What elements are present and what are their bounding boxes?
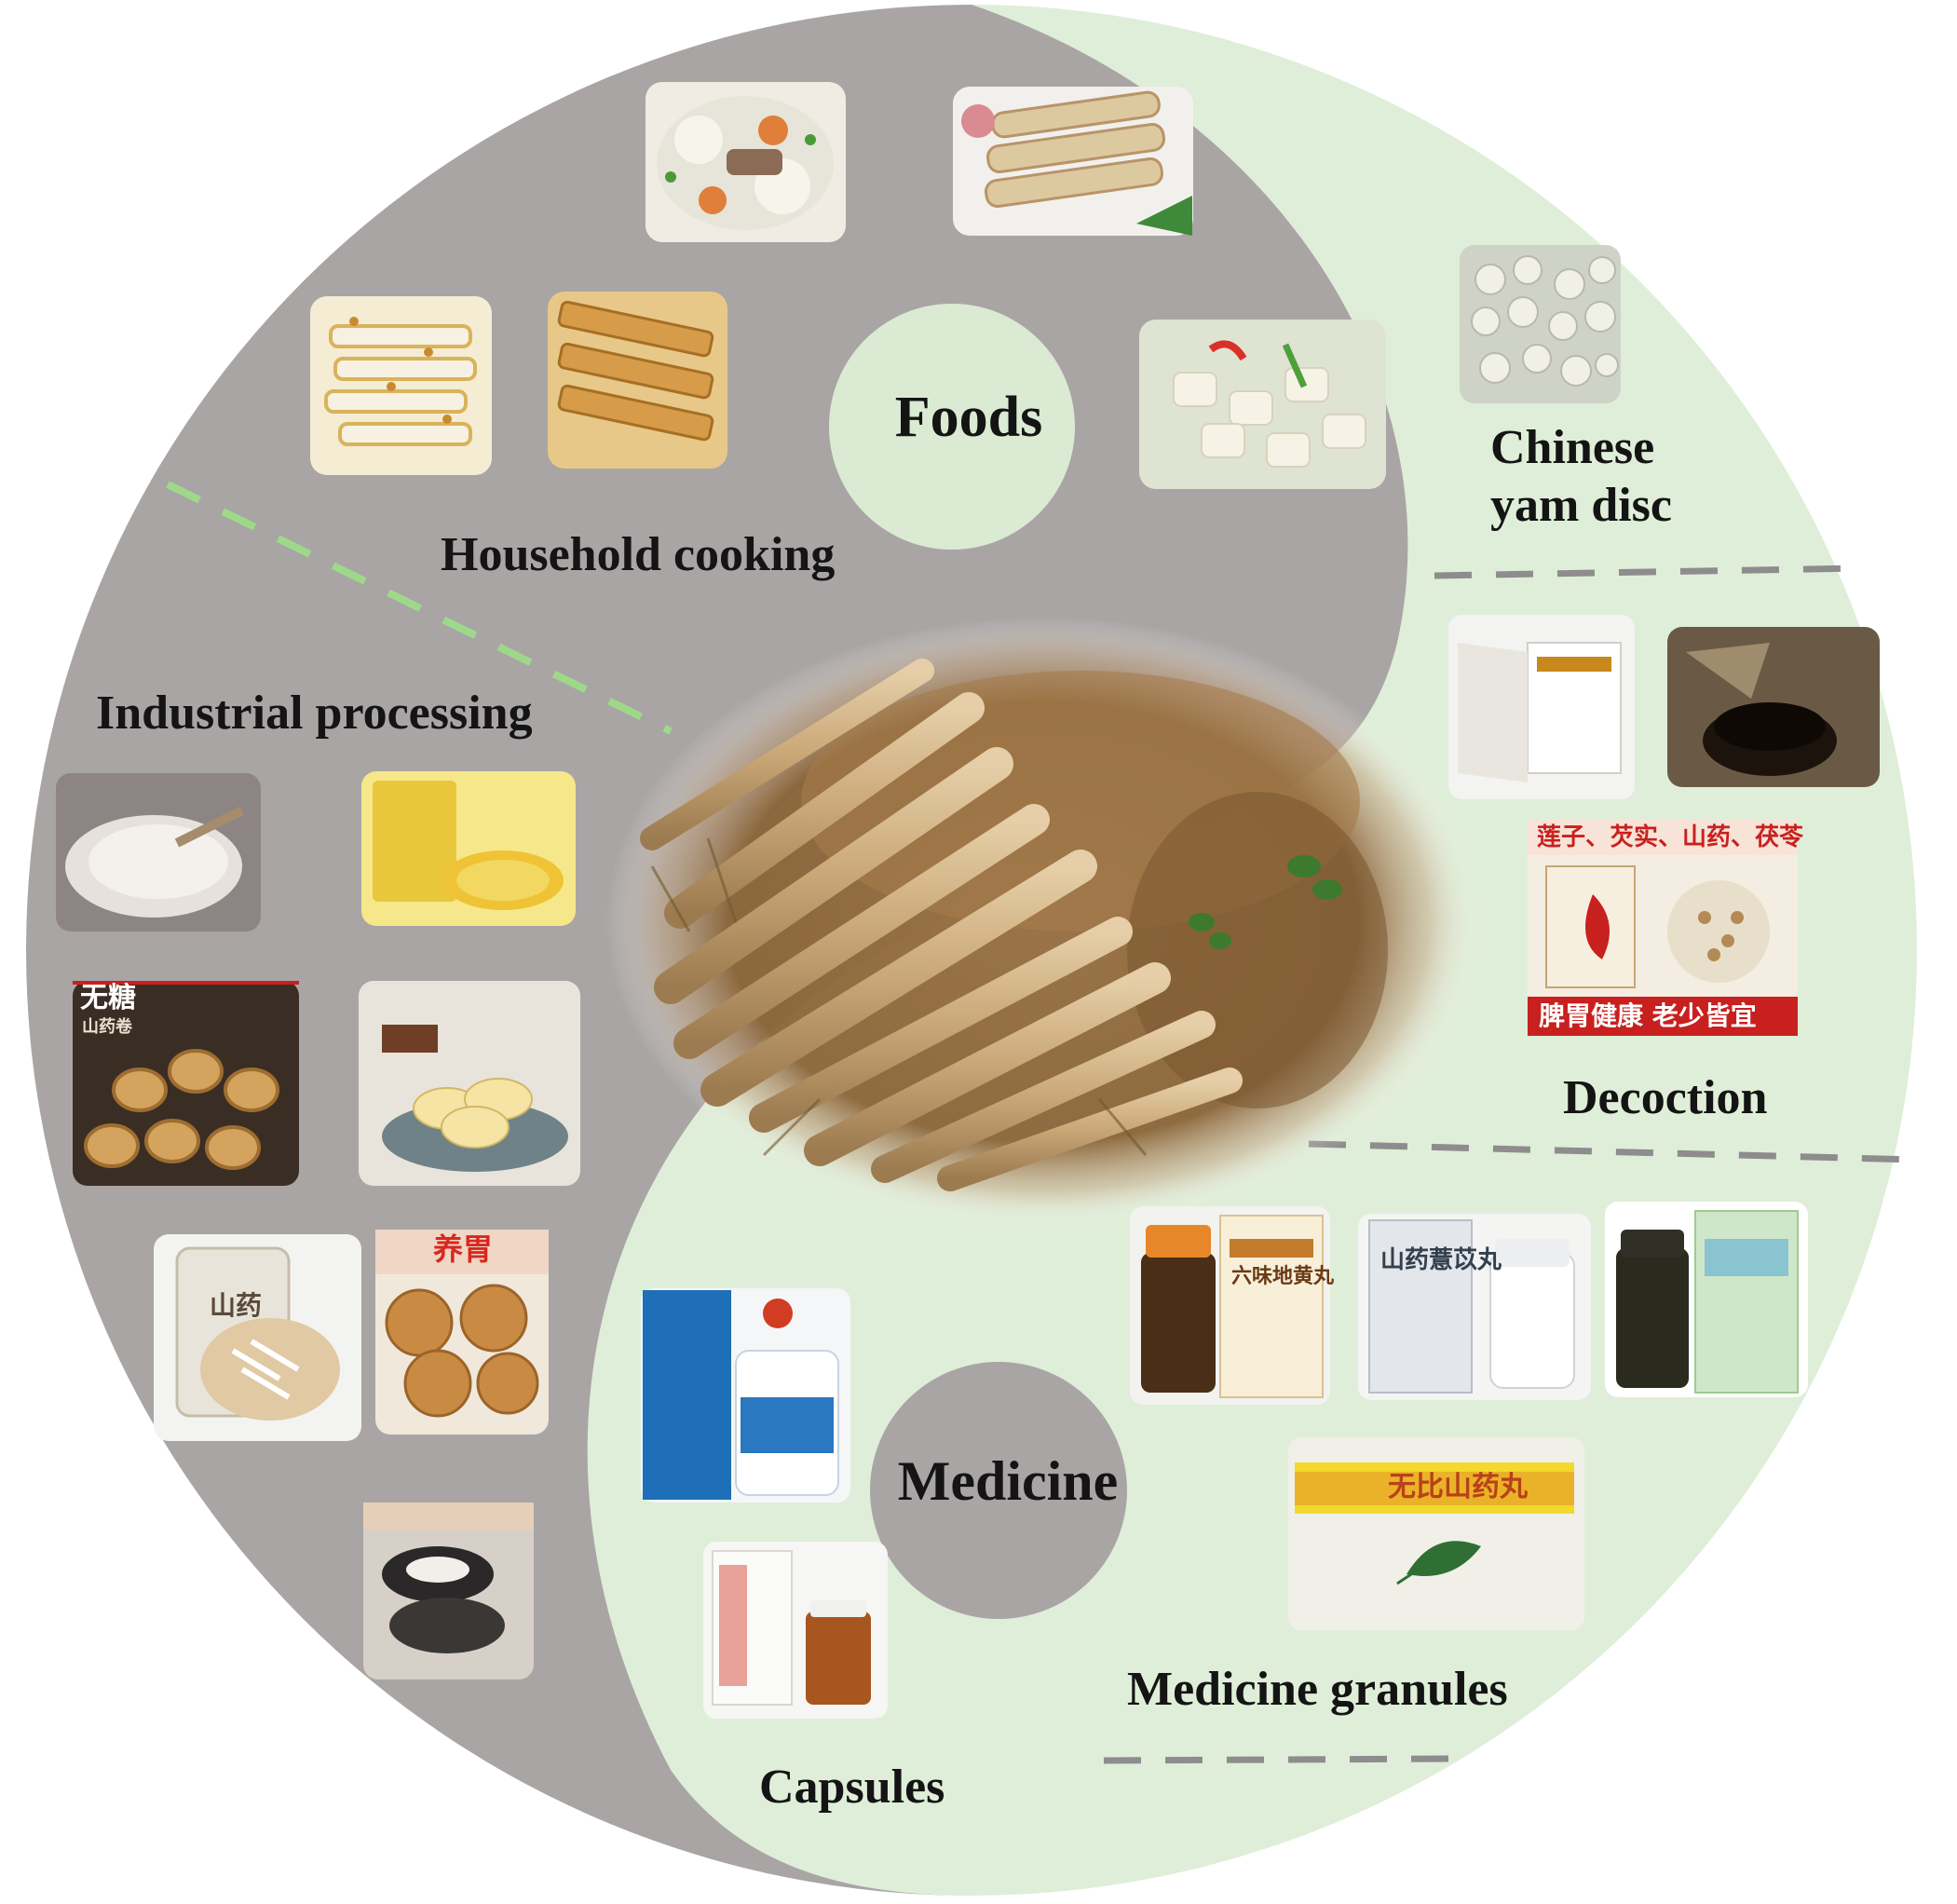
photo-yam-stirfry [1139, 320, 1386, 489]
photo-glazed-yam [310, 296, 492, 475]
decoction-label: Decoction [1563, 1071, 1768, 1124]
medicine-hub-label: Medicine [897, 1450, 1119, 1512]
photo-yam-chips [359, 981, 580, 1186]
photo-yam-sticks [953, 87, 1193, 236]
yam-disc-label: Chinese yam disc [1490, 421, 1672, 533]
photo-decoction-box [1448, 615, 1635, 799]
decoction-banner-text: 莲子、芡实、山药、茯苓 [1537, 823, 1804, 851]
photo-decoction-bowl [1667, 627, 1880, 787]
photo-yam-cereal [361, 771, 576, 926]
medicine-granules-label: Medicine granules [1127, 1663, 1508, 1716]
industrial-processing-label: Industrial processing [96, 687, 533, 740]
photo-black-sesame-cakes [363, 1503, 534, 1680]
photo-yam-jar [154, 1234, 361, 1441]
photo-yam-disc [1460, 245, 1621, 403]
photo-capsule-box-red [703, 1542, 888, 1719]
photo-yam-cakes [375, 1230, 549, 1435]
photo-yam-powder [56, 773, 261, 932]
stomach-cake-text: 养胃 [433, 1231, 494, 1267]
photo-liuwei-pills [1130, 1206, 1330, 1405]
photo-wubi-pill-box [1288, 1437, 1584, 1630]
photo-yam-rib-soup [646, 82, 846, 242]
medicine-hub [870, 1362, 1127, 1619]
household-industrial-divider [166, 481, 673, 735]
granule-box-2-text: 山药薏苡丸 [1380, 1246, 1502, 1274]
foods-hub [829, 304, 1075, 550]
pill-box-text: 无比山药丸 [1388, 1471, 1528, 1503]
yam-root-photo [605, 617, 1481, 1228]
yam-jar-text: 山药 [210, 1290, 263, 1321]
granule-box-1-text: 六味地黄丸 [1231, 1265, 1335, 1288]
household-cooking-label: Household cooking [441, 528, 836, 581]
photo-capsule-box-blue [641, 1288, 850, 1503]
decoction-divider [1308, 1140, 1918, 1163]
yam-roll-text: 山药卷 [82, 1017, 132, 1037]
photo-decoction-herb-box [1528, 820, 1798, 1036]
photo-yam-rolls [73, 981, 299, 1186]
photo-yiyi-pills [1358, 1214, 1591, 1400]
photo-yam-pills-jar [1605, 1202, 1808, 1397]
foods-hub-label: Foods [894, 386, 1043, 449]
capsules-label: Capsules [759, 1761, 945, 1814]
sugar-free-text: 无糖 [80, 982, 136, 1014]
decoction-footer-text: 脾胃健康 老少皆宜 [1539, 1000, 1757, 1031]
yam-disc-divider [1434, 564, 1864, 579]
photo-fried-yam-slices [548, 292, 727, 469]
